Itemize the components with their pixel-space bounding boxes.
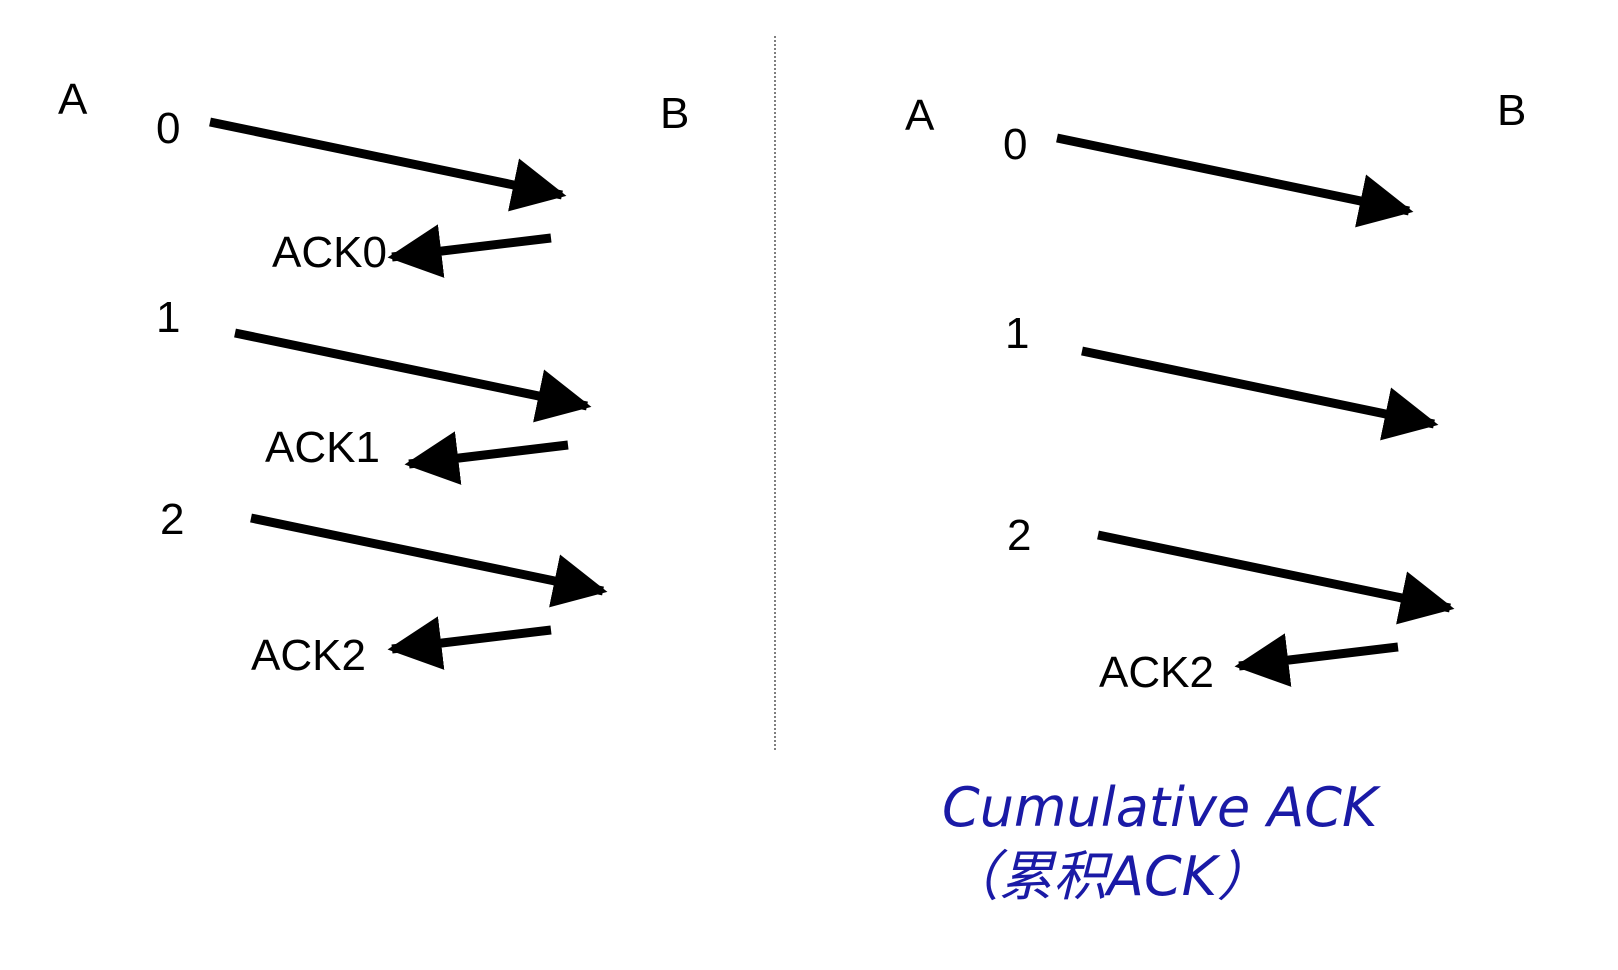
left-sender-label: A [58, 75, 88, 124]
right-sender-label: A [905, 91, 935, 140]
caption-cumulative-ack-chinese: （累积ACK） [945, 845, 1271, 908]
right-ack-2-label: ACK2 [1099, 648, 1214, 697]
right-receiver-label: B [1497, 86, 1526, 135]
left-ack-2-arrow [387, 616, 552, 670]
left-ack-2-label: ACK2 [251, 631, 366, 680]
left-ack-0-arrow [387, 224, 552, 278]
left-receiver-label: B [660, 89, 689, 138]
left-ack-1-label: ACK1 [265, 423, 380, 472]
right-ack-2-arrow [1234, 633, 1399, 687]
right-frame-0-arrow [1056, 133, 1414, 228]
left-frame-1-arrow [234, 328, 592, 423]
caption-cumulative-ack: Cumulative ACK [942, 776, 1381, 839]
left-frame-0-label: 0 [156, 104, 180, 153]
right-frame-0-label: 0 [1003, 120, 1027, 169]
right-frame-1-arrow [1081, 346, 1439, 441]
left-frame-0-arrow [209, 117, 567, 212]
right-frame-2-label: 2 [1007, 511, 1031, 560]
right-panel: A B 0 1 2 ACK2 Cumulative ACK （累积ACK） [905, 86, 1526, 908]
left-frame-2-label: 2 [160, 495, 184, 544]
left-ack-0-label: ACK0 [272, 228, 387, 277]
right-frame-2-arrow [1097, 530, 1455, 625]
left-frame-1-label: 1 [156, 293, 180, 342]
left-ack-1-arrow [404, 431, 569, 485]
left-frame-2-arrow [250, 513, 608, 608]
left-panel: A B 0 ACK0 1 ACK1 2 ACK2 [58, 75, 689, 680]
right-frame-1-label: 1 [1005, 309, 1029, 358]
